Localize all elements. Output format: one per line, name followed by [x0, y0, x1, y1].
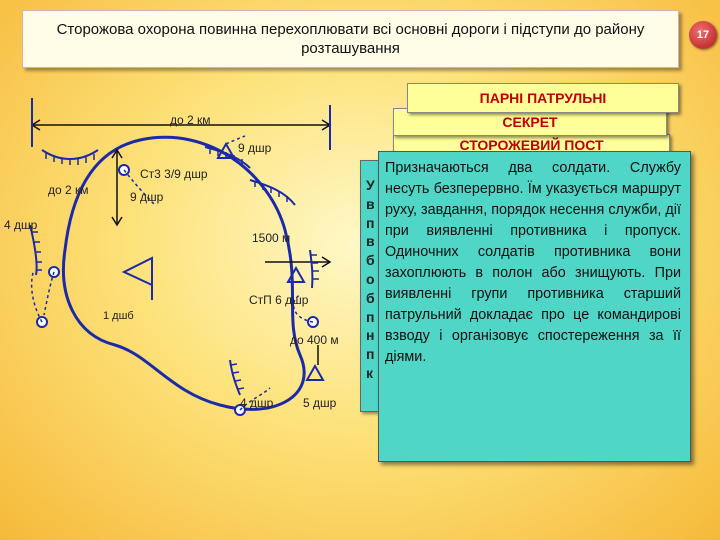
unit-label: 4 дшр: [4, 218, 38, 232]
guard-post-triangle-icon: [286, 265, 306, 283]
panel-letter: п: [366, 214, 375, 231]
unit-label: 9 дшр: [238, 141, 272, 155]
distance-label: 1500 м: [252, 231, 291, 245]
panel-letter: б: [366, 252, 375, 269]
distance-label: до 2 км: [48, 183, 89, 197]
panel-letter: У: [366, 177, 375, 193]
post-label: Ст3 3/9 дшр: [140, 167, 208, 181]
patrol-description-text: Призначаються два солдати. Службу несуть…: [385, 160, 681, 365]
post-label: СтП 6 дшр: [249, 293, 309, 307]
panel-letter: б: [366, 289, 375, 306]
panel-letter: о: [366, 270, 375, 287]
unit-label: 5 дшр: [303, 396, 337, 410]
slide-title: Сторожова охорона повинна перехоплювати …: [22, 10, 679, 68]
unit-label: 4 дшр: [240, 396, 274, 410]
battalion-flag-icon: [121, 256, 153, 300]
panel-letter: н: [366, 327, 375, 344]
guard-post-panel-text: У в п в б о б п н п к: [366, 176, 380, 383]
patrol-description-panel: Призначаються два солдати. Службу несуть…: [378, 151, 691, 462]
guard-post-triangle-icon: [216, 141, 236, 159]
panel-letter: п: [366, 346, 375, 363]
panel-letter: в: [366, 195, 375, 212]
slide-number-badge: 17: [689, 21, 717, 49]
panel-letter: к: [366, 364, 374, 381]
patrol-header[interactable]: ПАРНІ ПАТРУЛЬНІ: [407, 83, 679, 113]
panel-letter: в: [366, 233, 375, 250]
panel-letter: п: [366, 308, 375, 325]
slide-title-text: Сторожова охорона повинна перехоплювати …: [56, 21, 645, 57]
guard-post-triangle-icon: [305, 363, 325, 381]
unit-label: 9 дшр: [130, 190, 164, 204]
unit-label: 1 дшб: [103, 310, 134, 322]
distance-label: до 2 км: [170, 113, 211, 127]
defended-area-outline: [61, 135, 306, 411]
distance-label: до 400 м: [290, 333, 339, 347]
